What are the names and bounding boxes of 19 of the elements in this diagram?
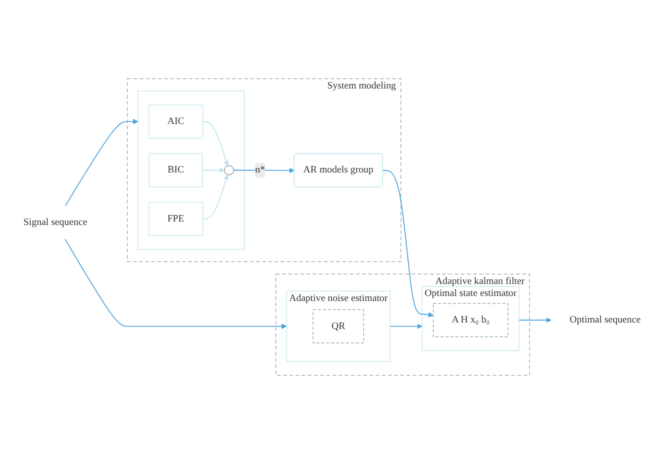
node-box: A H x₀ b₀ [432, 303, 508, 338]
edge-label: n* [255, 164, 266, 176]
node-text: Signal sequence [23, 216, 88, 228]
node-box: BIC [148, 153, 203, 188]
arrow [202, 168, 225, 173]
arrow [382, 170, 434, 318]
node-box: QR [312, 309, 364, 344]
arrow [518, 317, 552, 323]
node-box: AIC [148, 104, 204, 138]
arrow [202, 121, 229, 166]
node-text: Optimal sequence [570, 314, 641, 326]
node-circle [224, 165, 234, 176]
arrow [64, 118, 138, 206]
arrow [390, 324, 422, 329]
arrow [233, 168, 295, 174]
node-box: FPE [148, 202, 204, 236]
cluster [138, 90, 245, 250]
arrow [64, 238, 287, 329]
arrow [202, 174, 229, 220]
